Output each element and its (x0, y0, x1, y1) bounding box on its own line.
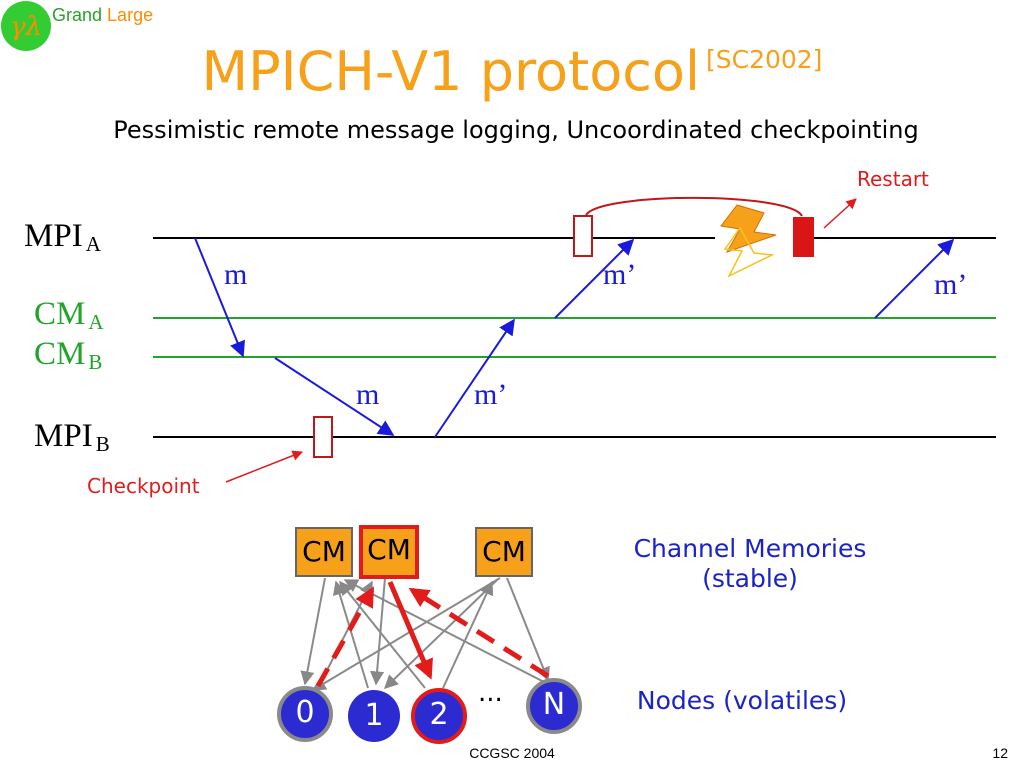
message-m-prime-arrow-2 (554, 238, 635, 319)
restart-marker (793, 217, 814, 257)
gray-connections (300, 577, 550, 691)
logo-word-large: Large (107, 5, 154, 25)
logo-word-grand: Grand (52, 5, 103, 25)
gray-link-node2-cm1 (339, 580, 426, 689)
slide-title: MPICH-V1 protocol[SC2002] (0, 40, 1024, 103)
checkpoint-label: Checkpoint (87, 474, 200, 498)
logo-text: Grand Large (52, 5, 153, 26)
checkpoint-mpi-b (313, 416, 333, 458)
red-dashed-node-n-cm2 (408, 587, 550, 679)
message-m-arrow-1 (194, 237, 245, 358)
node-n: N (526, 678, 582, 734)
logo-symbol: γλ (10, 12, 42, 42)
channel-memories-caption-line1: Channel Memories (633, 534, 867, 563)
title-main: MPICH-V1 protocol (201, 40, 700, 103)
checkpoint-pointer (225, 450, 303, 483)
checkpoint-mpi-a (573, 215, 593, 257)
channel-memory-box-3: CM (475, 527, 533, 577)
channel-memories-caption: Channel Memories (stable) (605, 534, 895, 594)
message-label-m-prime-3: m’ (934, 268, 968, 301)
node-2: 2 (411, 688, 467, 744)
node-0: 0 (277, 686, 333, 742)
nodes-ellipsis: ... (478, 678, 503, 708)
gray-link-node2-cm3 (442, 580, 494, 689)
footer-conference: CCGSC 2004 (469, 745, 555, 761)
gray-link-cm3-node1 (383, 579, 498, 689)
gray-link-node-n-cm1 (343, 579, 549, 685)
message-m-arrow-2 (274, 357, 395, 436)
nodes-caption: Nodes (volatiles) (636, 686, 848, 715)
gray-link-node1-cm1 (332, 580, 369, 689)
channel-memory-box-1: CM (295, 527, 353, 577)
restart-curve (585, 196, 803, 217)
channel-memories-caption-line2: (stable) (702, 564, 798, 593)
red-solid-cm2-node2 (387, 581, 433, 680)
footer-page-number: 12 (992, 745, 1008, 761)
red-dashed-node0-cm2 (315, 586, 375, 688)
restart-pointer (823, 198, 857, 229)
title-reference: [SC2002] (705, 44, 823, 74)
failure-lightning-icon (720, 204, 777, 278)
node-1: 1 (348, 690, 400, 742)
message-label-m-2: m (356, 378, 380, 411)
message-label-m-prime-1: m’ (474, 378, 508, 411)
gray-link-cm3-node-n (506, 577, 550, 682)
message-m-prime-arrow-1 (434, 318, 515, 438)
message-label-m-prime-2: m’ (603, 258, 637, 291)
message-label-m-1: m (224, 258, 248, 291)
restart-label: Restart (857, 167, 929, 191)
grand-large-logo: γλ (0, 0, 52, 52)
channel-memory-box-2-highlighted: CM (359, 525, 419, 579)
slide-subtitle: Pessimistic remote message logging, Unco… (113, 116, 919, 144)
message-m-prime-arrow-3 (874, 238, 955, 319)
gray-link-cm1-node0 (300, 577, 326, 686)
gray-link-cm3-node0 (311, 577, 501, 691)
